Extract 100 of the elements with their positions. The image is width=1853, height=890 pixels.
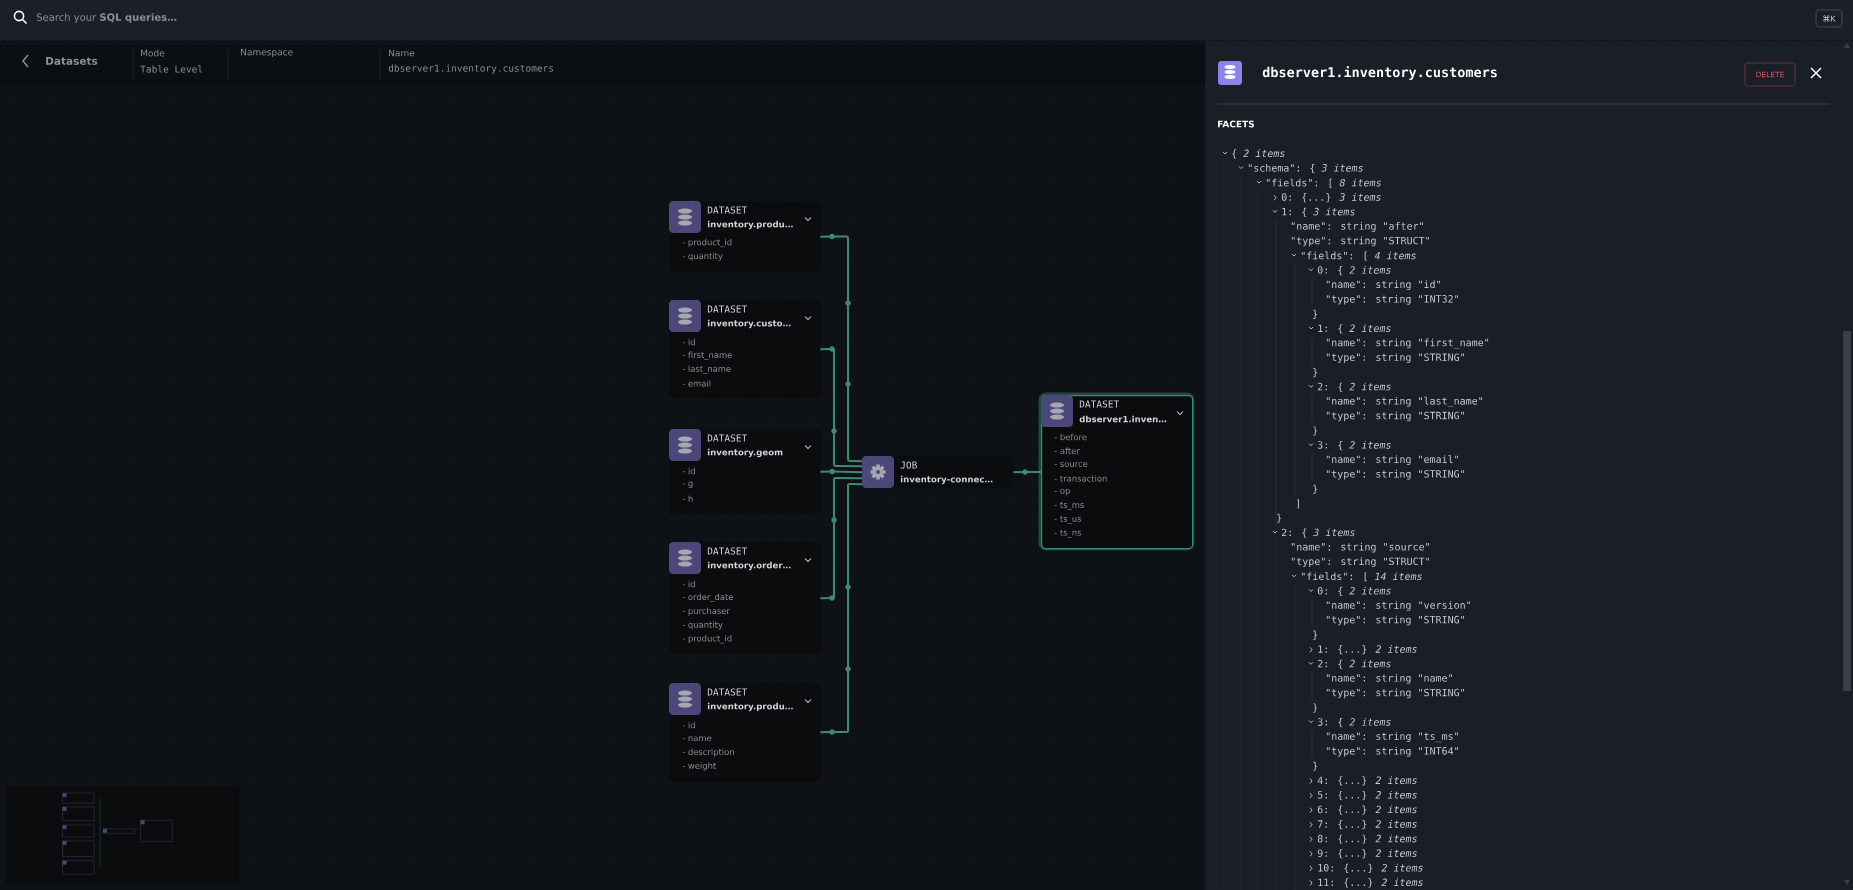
json-tree-line: } [1313,484,1318,494]
json-tree-line: } [1313,368,1318,378]
json-tree-line: "name": string "version" [1326,601,1471,611]
node-type-label: DATASET [707,434,748,442]
field-name: - before [1054,433,1087,441]
json-tree-line: 4: {...} 2 items [1317,776,1417,786]
json-tree-line: 8: {...} 2 items [1317,834,1417,844]
json-tree-line: "type": string "STRUCT" [1291,236,1429,247]
json-tree-line: 11: {...} 2 items [1318,878,1423,888]
json-tree-line: "fields": [ 8 items [1266,178,1381,188]
json-tree-line: "fields": [ 14 items [1301,572,1422,582]
json-tree-line: "type": string "STRING" [1326,469,1464,480]
json-tree-line: } [1277,513,1282,524]
json-tree-line: 0: {...} 3 items [1281,193,1381,203]
field-name: - ts_ns [1054,529,1082,538]
json-tree-line: 2: { 2 items [1317,382,1391,392]
json-tree-line: "type": string "STRING" [1326,688,1464,699]
field-name: - last_name [682,365,731,374]
field-name: - id [682,338,695,346]
json-tree-line: 5: {...} 2 items [1317,790,1417,801]
search-field: Search your SQL queries… [36,13,177,23]
json-tree-line: ] [1296,499,1299,509]
json-tree-line: 6: {...} 2 items [1317,805,1417,815]
field-value: Table Level [140,65,203,73]
field-name: - purchaser [682,607,730,616]
section-heading: FACETS [1218,120,1254,128]
field-caption: Mode [141,49,165,57]
field-name: - g [682,481,693,488]
node-type-label: JOB [900,461,917,469]
json-tree-line: 2: { 2 items [1317,659,1391,669]
field-name: - source [1054,462,1088,467]
json-tree-line: 0: { 2 items [1317,266,1391,276]
node-name: inventory.custo… [707,319,791,329]
dataset-card [669,683,821,782]
json-tree-line: "name": string "id" [1326,280,1440,291]
field-name: - id [682,467,695,475]
connector-line [819,483,863,735]
panel-title: dbserver1.inventory.customers [1262,66,1497,80]
field-name: - first_name [682,351,732,360]
json-tree-line: "type": string "STRUCT" [1291,557,1429,568]
field-name: - name [682,736,712,742]
connector-line [819,346,863,468]
field-name: - order_date [682,593,733,602]
field-name: - transaction [1054,475,1107,482]
field-name: - ts_us [1054,515,1082,524]
field-name: - product_id [682,635,732,644]
json-tree-line: "name": string "email" [1326,455,1458,466]
dataset-card [669,201,821,273]
json-tree-line: 9: {...} 2 items [1317,849,1417,859]
json-tree-line: "type": string "STRING" [1326,411,1464,422]
json-tree-line: "schema": { 3 items [1248,163,1363,174]
json-tree-line: "name": string "name" [1326,674,1452,684]
node-type-label: DATASET [707,305,748,313]
json-tree-line: 2: { 3 items [1281,528,1355,538]
json-tree-line: } [1313,426,1318,436]
node-name: inventory-connec… [900,475,993,485]
connector-line [819,233,863,463]
job-card [862,456,1014,489]
dataset-card [669,542,821,655]
json-tree-line: 0: { 2 items [1317,586,1391,596]
json-tree-line: "type": string "STRING" [1326,353,1464,363]
field-name: - description [682,748,734,757]
json-tree-line: "name": string "last_name" [1326,396,1483,407]
json-tree-line: "name": string "source" [1291,542,1429,553]
json-tree-line: } [1313,309,1318,319]
field-name: - after [1054,447,1080,455]
json-tree-line: } [1313,761,1318,771]
json-tree-line: 10: {...} 2 items [1318,863,1423,874]
json-tree-line: 1: {...} 2 items [1318,645,1417,655]
node-name: dbserver1.inven… [1079,415,1167,423]
json-tree-line: "name": string "first_name" [1326,338,1489,349]
field-caption: Name [389,49,415,57]
field-value: dbserver1.inventory.customers [388,64,554,74]
dataset-card [669,300,821,399]
json-tree-line: "type": string "INT32" [1326,294,1458,305]
node-name: inventory.geom [707,448,783,458]
node-name: inventory.produ… [707,220,793,230]
field-name: - quantity [682,621,723,630]
json-tree-line: 7: {...} 2 items [1317,820,1417,830]
node-type-label: DATASET [1079,400,1120,408]
dataset-card [669,429,821,515]
field-name: - id [682,721,695,729]
field-name: - quantity [682,252,723,261]
json-tree-line: } [1313,703,1318,713]
field-name: - id [682,580,695,588]
json-tree-line: "fields": [ 4 items [1301,251,1416,261]
field-name: - email [682,380,711,387]
dataset-card [1038,392,1195,551]
field-name: - op [1054,488,1070,496]
json-tree-line: "type": string "INT64" [1326,746,1458,757]
json-tree-line: "name": string "ts_ms" [1326,732,1458,743]
node-type-label: DATASET [707,688,748,696]
json-tree-line: { 2 items [1232,149,1285,159]
json-tree-line: "type": string "STRING" [1326,615,1464,626]
json-tree-line: "name": string "after" [1291,222,1423,232]
node-type-label: DATASET [707,206,748,214]
field-name: - weight [682,762,717,771]
node-type-label: DATASET [707,547,748,555]
connector-line [1012,469,1042,475]
json-tree-line: 1: { 2 items [1318,324,1391,334]
